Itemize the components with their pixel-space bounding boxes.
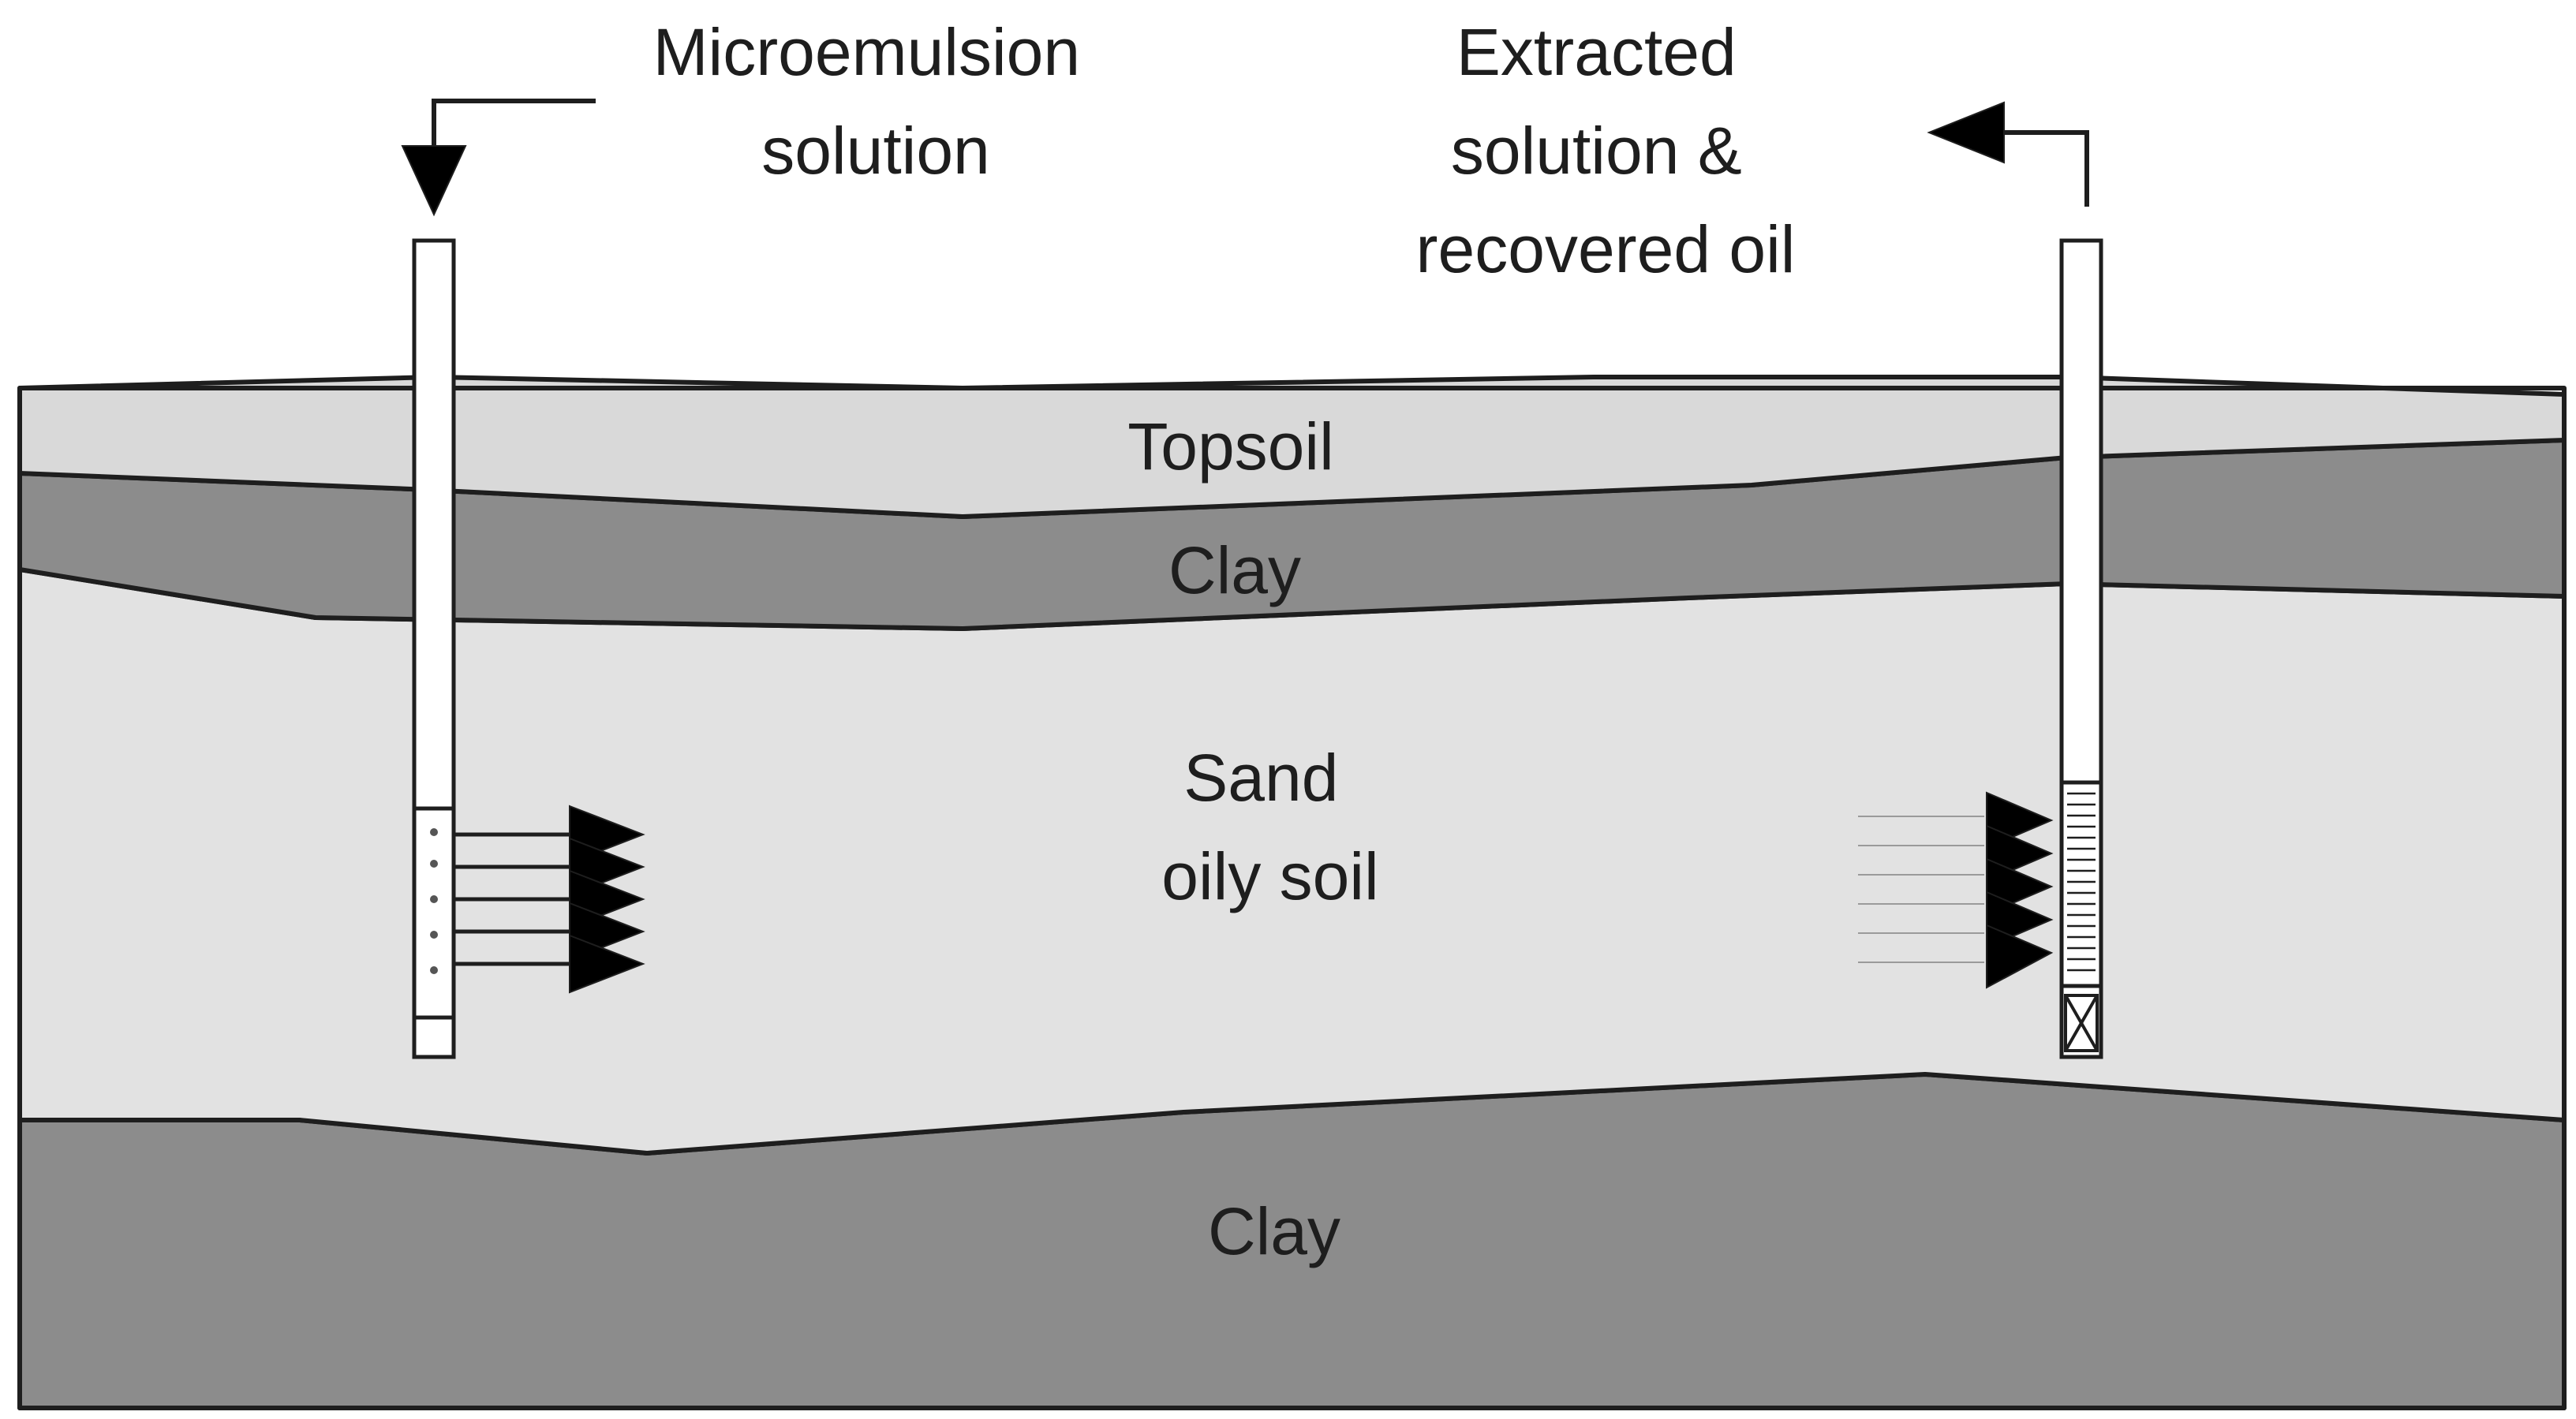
faint-flow-lines xyxy=(1858,816,1984,963)
extraction-output-arrow xyxy=(1927,101,2089,207)
injection-screen-perforations xyxy=(430,828,438,974)
extraction-screen-slots xyxy=(2067,792,2096,972)
extraction-well xyxy=(2059,238,2103,1059)
clay-upper-label: Clay xyxy=(1168,533,1301,607)
extraction-pipe xyxy=(2059,238,2103,1059)
extraction-inflow-arrows xyxy=(1858,791,2054,989)
clay-lower-label: Clay xyxy=(1208,1194,1340,1268)
outflow-arrow xyxy=(454,934,645,994)
injection-pipe xyxy=(412,238,456,1059)
cross-section-frame xyxy=(17,386,2567,1410)
extraction-label: Extracted solution & recovered oil xyxy=(1416,15,1796,286)
sand-label: Sand oily soil xyxy=(1161,741,1378,913)
soil-cross-section xyxy=(17,375,2567,1410)
topsoil-label: Topsoil xyxy=(1127,409,1333,484)
injection-label: Microemulsion solution xyxy=(653,15,1099,188)
injection-input-arrow xyxy=(401,99,596,217)
injection-well xyxy=(412,238,456,1059)
injection-flow-arrows xyxy=(454,805,645,994)
well-pump-symbol xyxy=(2064,994,2099,1052)
inflow-arrowhead xyxy=(1986,924,2054,989)
